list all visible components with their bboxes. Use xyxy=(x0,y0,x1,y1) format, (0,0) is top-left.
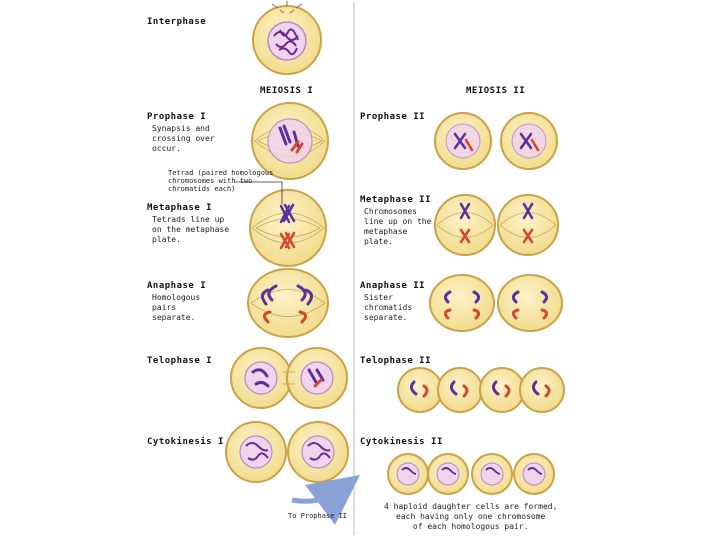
interphase-label: Interphase xyxy=(147,17,207,27)
anaphase2-label: Anaphase II xyxy=(360,281,426,291)
prophase2-label: Prophase II xyxy=(360,112,426,122)
telophase2-cells xyxy=(397,367,565,413)
anaphase2-cells xyxy=(429,274,563,332)
telophase1-cells xyxy=(230,347,348,409)
prophase1-cell xyxy=(251,102,329,180)
metaphase1-desc: Tetrads line up on the metaphase plate. xyxy=(152,215,230,244)
prophase2-cells xyxy=(434,112,558,170)
telophase2-label: Telophase II xyxy=(360,356,432,366)
to-prophase2-label: To Prophase II xyxy=(288,512,348,520)
to-prophase2-arrow xyxy=(291,475,361,525)
meiosis1-header: MEIOSIS I xyxy=(260,86,314,96)
metaphase2-label: Metaphase II xyxy=(360,195,432,205)
metaphase2-desc: Chromosomes line up on the metaphase pla… xyxy=(364,207,432,246)
tetrad-pointer xyxy=(235,181,283,204)
cytokinesis2-label: Cytokinesis II xyxy=(360,437,443,447)
anaphase2-desc: Sister chromatids separate. xyxy=(364,293,413,322)
cytokinesis2-cells xyxy=(387,453,555,495)
cytokinesis1-cells xyxy=(225,421,349,483)
anaphase1-cell xyxy=(247,268,329,338)
prophase1-desc: Synapsis and crossing over occur. xyxy=(152,124,215,153)
metaphase1-label: Metaphase I xyxy=(147,203,213,213)
telophase1-label: Telophase I xyxy=(147,356,213,366)
result-note: 4 haploid daughter cells are formed, eac… xyxy=(384,502,558,531)
prophase1-label: Prophase I xyxy=(147,112,207,122)
anaphase1-label: Anaphase I xyxy=(147,281,207,291)
metaphase1-cell xyxy=(249,189,327,267)
cytokinesis1-label: Cytokinesis I xyxy=(147,437,224,447)
interphase-cell xyxy=(252,1,322,75)
anaphase1-desc: Homologous pairs separate. xyxy=(152,293,201,322)
tetrad-note: Tetrad (paired homologous chromosomes wi… xyxy=(168,169,274,193)
meiosis2-header: MEIOSIS II xyxy=(466,86,526,96)
metaphase2-cells xyxy=(434,194,559,256)
